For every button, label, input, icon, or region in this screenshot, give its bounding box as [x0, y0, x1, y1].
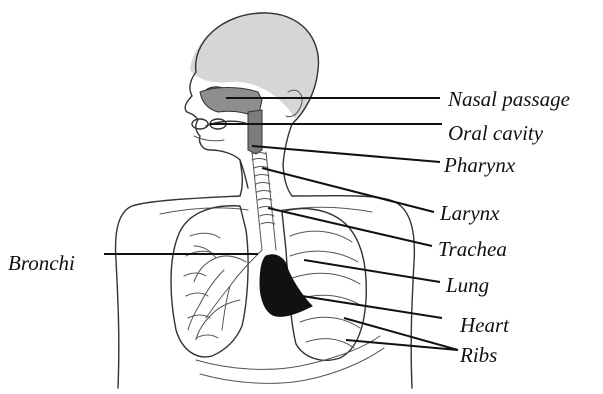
mouth [192, 119, 248, 141]
trachea-rings [252, 152, 276, 250]
lung-leader [304, 260, 440, 282]
oral-cavity-label: Oral cavity [448, 121, 544, 145]
left-lung [171, 206, 262, 357]
heart-leader [302, 296, 442, 318]
diagram-labels: Nasal passage Oral cavity Pharynx Larynx… [8, 87, 570, 367]
larynx-label: Larynx [439, 201, 500, 225]
human-figure-illustration [116, 12, 415, 388]
pharynx-label: Pharynx [443, 153, 516, 177]
heart-shape [260, 255, 312, 317]
heart-label: Heart [459, 313, 510, 337]
pharynx-leader [252, 146, 440, 162]
collarbones [160, 207, 372, 214]
bronchi-label: Bronchi [8, 251, 75, 275]
trachea-label: Trachea [438, 237, 507, 261]
nasal-passage-label: Nasal passage [447, 87, 570, 111]
ribs-label: Ribs [459, 343, 497, 367]
lung-label: Lung [445, 273, 489, 297]
